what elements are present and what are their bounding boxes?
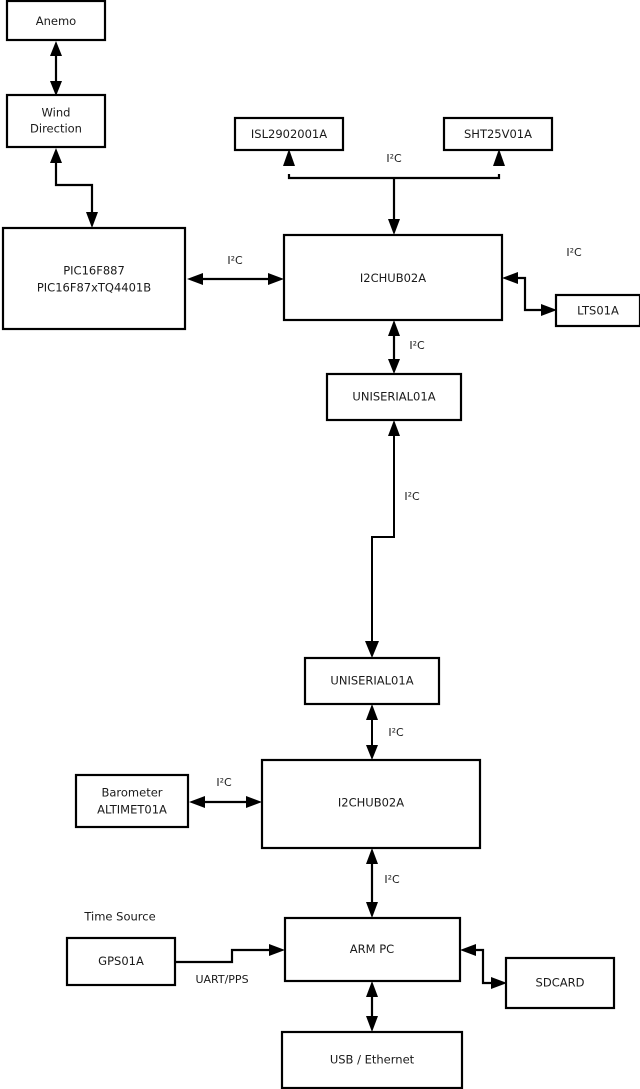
node-lts01a-label: LTS01A	[577, 304, 619, 318]
arrow-head-right	[269, 944, 285, 956]
node-barometer-label-line2: ALTIMET01A	[97, 803, 167, 817]
node-isl2902001a-label: ISL2902001A	[251, 127, 327, 141]
node-anemo[interactable]: Anemo	[5, 0, 107, 42]
arrow-head-down	[366, 902, 378, 918]
connection-hub-top-uniserial-top	[388, 320, 400, 374]
connection-gps-armpc	[175, 944, 285, 964]
node-uniserial01a-bottom-label: UNISERIAL01A	[330, 674, 413, 688]
node-i2chub02a-top-label: I2CHUB02A	[360, 271, 426, 285]
node-i2chub02a-top-box[interactable]	[282, 233, 504, 322]
edge-label-i2c-baro-hub2: I²C	[216, 776, 232, 789]
arrow-head-up	[50, 41, 62, 56]
connection-armpc-sdcard	[460, 944, 507, 989]
edge-label-uart-pps: UART/PPS	[195, 973, 248, 986]
edge-label-i2c-uniserial-link: I²C	[404, 490, 420, 503]
node-pic-mcu-box[interactable]	[1, 226, 187, 331]
arrow-head-up	[366, 704, 378, 720]
node-barometer[interactable]: Barometer ALTIMET01A	[74, 773, 190, 829]
node-usb-ethernet-box[interactable]	[280, 1030, 464, 1089]
node-i2chub02a-top[interactable]: I2CHUB02A	[282, 233, 504, 322]
time-source-label: Time Source	[83, 910, 155, 924]
node-sdcard-box[interactable]	[504, 956, 616, 1010]
arrow-head-up	[366, 981, 378, 997]
connection-pic-hub-top	[187, 273, 284, 285]
arrow-head-up-sht	[493, 149, 505, 166]
node-gps01a-label: GPS01A	[98, 954, 144, 968]
arrow-head-right	[246, 796, 262, 808]
arrow-head-up-isl	[283, 149, 295, 166]
connection-armpc-usbeth	[366, 981, 378, 1032]
node-sht25v01a[interactable]: SHT25V01A	[442, 116, 554, 152]
node-uniserial01a-bottom[interactable]: UNISERIAL01A	[303, 656, 441, 706]
node-wind-direction-box[interactable]	[5, 93, 107, 149]
edge-label-i2c-hub-lts: I²C	[566, 246, 582, 259]
arrow-head-down	[86, 212, 98, 228]
node-barometer-label-line1: Barometer	[101, 786, 162, 800]
node-sht25v01a-box[interactable]	[442, 116, 554, 152]
node-wind-direction-label-line1: Wind	[42, 106, 71, 120]
node-usb-ethernet-label: USB / Ethernet	[330, 1053, 415, 1067]
node-i2chub02a-bottom-label: I2CHUB02A	[338, 796, 404, 810]
node-gps01a[interactable]: GPS01A	[65, 936, 177, 987]
arrow-head-up	[388, 420, 400, 436]
arrow-head-left	[502, 272, 518, 284]
edge-label-i2c-isl-sht: I²C	[386, 152, 402, 165]
node-usb-ethernet[interactable]: USB / Ethernet	[280, 1030, 464, 1089]
edge-label-i2c-uniserial-hub2: I²C	[388, 726, 404, 739]
connection-uniserial-link	[365, 420, 400, 658]
node-i2chub02a-bottom[interactable]: I2CHUB02A	[260, 758, 482, 850]
node-barometer-box[interactable]	[74, 773, 190, 829]
connection-anemo-wind	[50, 41, 62, 96]
arrow-head-right	[491, 977, 507, 989]
node-sht25v01a-label: SHT25V01A	[464, 127, 532, 141]
arrow-head-down	[365, 641, 379, 658]
node-wind-direction-label-line2: Direction	[30, 122, 82, 136]
node-uniserial01a-top-box[interactable]	[325, 372, 463, 422]
arrow-head-right	[268, 273, 284, 285]
connection-pic-wind	[50, 148, 98, 228]
node-arm-pc-box[interactable]	[283, 916, 462, 983]
arrow-head-right	[541, 304, 557, 316]
arrow-head-down	[388, 359, 400, 374]
arrow-head-left	[189, 796, 205, 808]
node-wind-direction[interactable]: Wind Direction	[5, 93, 107, 149]
node-arm-pc-label: ARM PC	[350, 942, 394, 956]
node-lts01a-box[interactable]	[554, 293, 640, 328]
edge-label-i2c-hub2-armpc: I²C	[384, 873, 400, 886]
node-pic-mcu-label-line1: PIC16F887	[63, 264, 125, 278]
arrow-head-down-hub	[388, 219, 400, 235]
connection-hub-top-lts	[502, 272, 557, 316]
node-pic-mcu[interactable]: PIC16F887 PIC16F87xTQ4401B	[1, 226, 187, 331]
arrow-head-left	[187, 273, 203, 285]
node-gps01a-box[interactable]	[65, 936, 177, 987]
arrow-head-left	[460, 944, 476, 956]
connection-uniserial-bot-hub-bot	[366, 704, 378, 760]
node-arm-pc[interactable]: ARM PC	[283, 916, 462, 983]
edge-label-i2c-hub-uniserial: I²C	[409, 339, 425, 352]
node-isl2902001a[interactable]: ISL2902001A	[233, 116, 345, 152]
edge-label-i2c-pic-hub: I²C	[227, 254, 243, 267]
arrow-head-down	[366, 745, 378, 760]
connection-hub-bot-armpc	[366, 848, 378, 918]
node-anemo-label: Anemo	[36, 14, 76, 28]
node-sdcard[interactable]: SDCARD	[504, 956, 616, 1010]
node-pic-mcu-label-line2: PIC16F87xTQ4401B	[37, 281, 151, 295]
arrow-head-down	[366, 1016, 378, 1032]
node-uniserial01a-top[interactable]: UNISERIAL01A	[325, 372, 463, 422]
node-anemo-box[interactable]	[5, 0, 107, 42]
node-uniserial01a-top-label: UNISERIAL01A	[352, 390, 435, 404]
node-uniserial01a-bottom-box[interactable]	[303, 656, 441, 706]
node-isl2902001a-box[interactable]	[233, 116, 345, 152]
connection-hub-top-sensors	[283, 149, 505, 235]
arrow-head-up	[50, 148, 62, 163]
node-i2chub02a-bottom-box[interactable]	[260, 758, 482, 850]
arrow-head-down	[50, 81, 62, 96]
arrow-head-up	[388, 320, 400, 336]
arrow-head-up	[366, 848, 378, 864]
node-sdcard-label: SDCARD	[536, 976, 585, 990]
connection-baro-hub-bot	[189, 796, 262, 808]
node-lts01a[interactable]: LTS01A	[554, 293, 640, 328]
